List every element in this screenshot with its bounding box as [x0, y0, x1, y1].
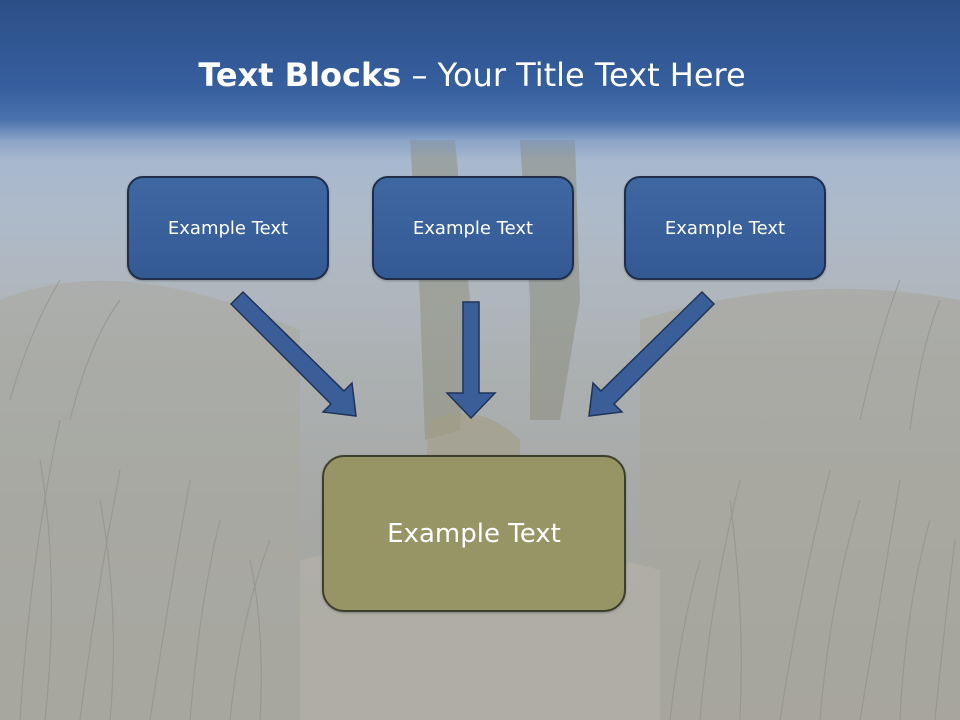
slide-title: Text Blocks – Your Title Text Here: [0, 52, 944, 98]
result-block-label: Example Text: [387, 518, 561, 549]
title-rest: Your Title Text Here: [437, 56, 746, 94]
result-block[interactable]: Example Text: [322, 455, 626, 612]
text-block-1[interactable]: Example Text: [127, 176, 329, 280]
text-block-1-label: Example Text: [167, 217, 289, 239]
title-band: [0, 0, 960, 160]
text-block-2-label: Example Text: [412, 217, 534, 239]
title-bold: Text Blocks: [198, 56, 402, 94]
title-dash: –: [401, 56, 438, 94]
text-block-2[interactable]: Example Text: [372, 176, 574, 280]
text-block-3[interactable]: Example Text: [624, 176, 826, 280]
text-block-3-label: Example Text: [664, 217, 786, 239]
